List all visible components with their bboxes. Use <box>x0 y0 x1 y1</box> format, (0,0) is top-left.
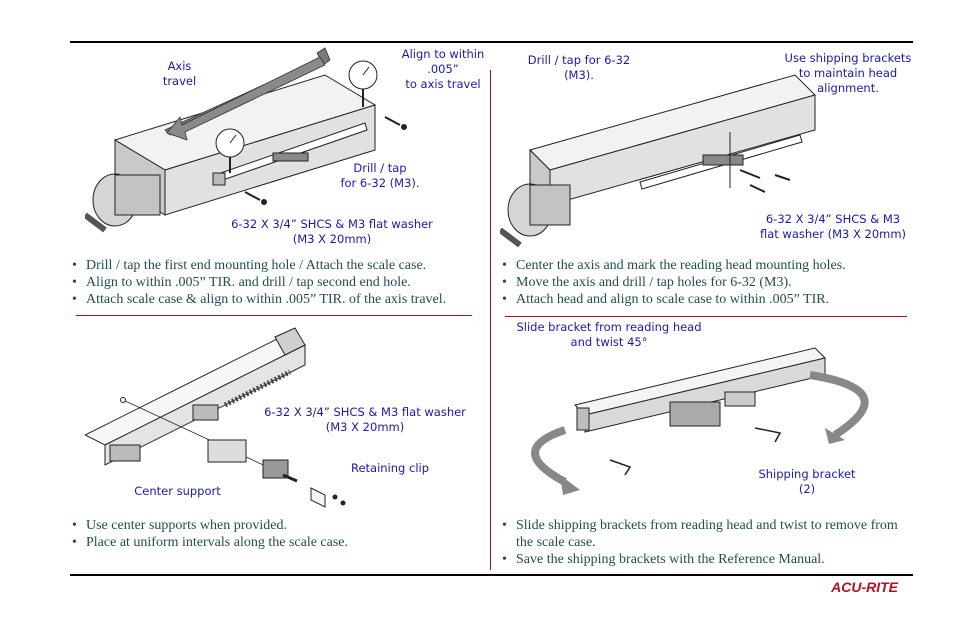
list-item: Use center supports when provided. <box>72 517 482 534</box>
retaining-clip-callout: Retaining clip <box>350 461 430 475</box>
reading-head-mounting-illustration <box>500 74 816 248</box>
list-item: Center the axis and mark the reading hea… <box>502 257 912 274</box>
brand-logo: ACU-RITE <box>831 579 898 595</box>
list-item: Place at uniform intervals along the sca… <box>72 534 482 551</box>
shcs-callout-bottom: 6-32 X 3/4” SHCS & M3 flat washer (M3 X … <box>264 405 466 434</box>
list-item: Drill / tap the first end mounting hole … <box>72 257 482 274</box>
center-support-callout: Center support <box>134 484 221 498</box>
shcs-callout-right: 6-32 X 3/4” SHCS & M3 flat washer (M3 X … <box>759 212 907 241</box>
list-item: Save the shipping brackets with the Refe… <box>502 551 914 568</box>
axis-travel-callout: Axis travel <box>162 59 197 88</box>
bottom-left-instructions: Use center supports when provided. Place… <box>72 517 482 551</box>
scale-case-alignment-illustration <box>85 47 407 233</box>
shipping-bracket-removal-illustration <box>531 347 869 495</box>
list-item: Attach head and align to scale case to w… <box>502 291 912 308</box>
bottom-rule <box>70 574 913 576</box>
top-left-instructions: Drill / tap the first end mounting hole … <box>72 257 482 308</box>
list-item: Move the axis and drill / tap holes for … <box>502 274 912 291</box>
list-item: Attach scale case & align to within .005… <box>72 291 482 308</box>
shcs-callout: 6-32 X 3/4” SHCS & M3 flat washer (M3 X … <box>231 217 433 246</box>
align-callout: Align to within .005” to axis travel <box>401 47 485 91</box>
bottom-right-instructions: Slide shipping brackets from reading hea… <box>502 517 914 568</box>
right-section-divider <box>505 316 907 317</box>
drill-tap-callout-right: Drill / tap for 6-32 (M3). <box>527 53 631 82</box>
slide-bracket-callout: Slide bracket from reading head and twis… <box>516 320 702 349</box>
vertical-divider <box>490 70 491 570</box>
drill-tap-callout: Drill / tap for 6-32 (M3). <box>340 161 420 190</box>
shipping-brackets-callout: Use shipping brackets to maintain head a… <box>784 51 912 95</box>
list-item: Slide shipping brackets from reading hea… <box>502 517 914 551</box>
top-right-instructions: Center the axis and mark the reading hea… <box>502 257 912 308</box>
list-item: Align to within .005” TIR. and drill / t… <box>72 274 482 291</box>
left-section-divider <box>76 315 472 316</box>
center-support-illustration <box>85 327 346 508</box>
top-rule <box>70 41 913 43</box>
shipping-bracket-callout: Shipping bracket (2) <box>758 467 856 496</box>
